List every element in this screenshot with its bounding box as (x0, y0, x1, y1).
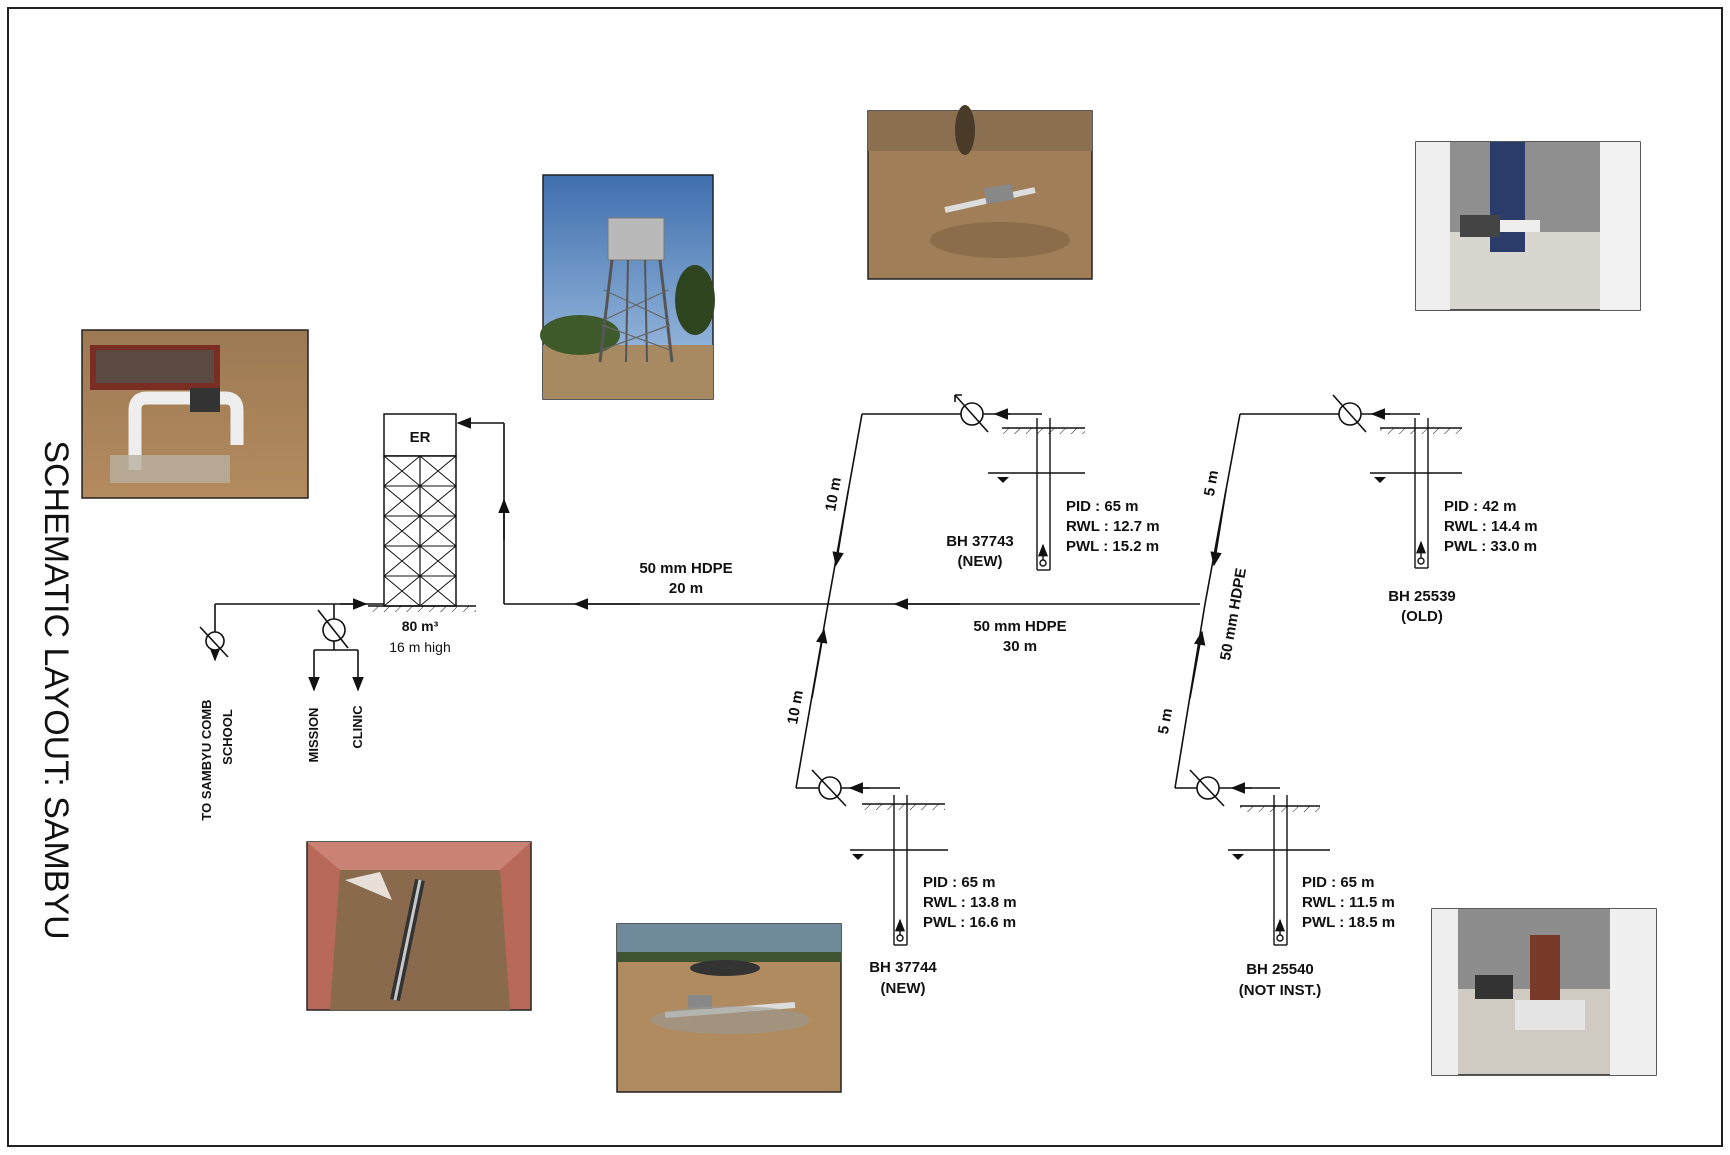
borehole-bh37743 (988, 418, 1085, 571)
bh37744-pid: PID : 65 m (923, 874, 996, 891)
outlet-clinic: CLINIC (350, 705, 365, 749)
valve-school-icon (199, 626, 229, 658)
bh37743-status: (NEW) (958, 553, 1003, 570)
bh37744-name: BH 37744 (869, 959, 937, 976)
pipe-label-seg-37744: 10 m (784, 689, 807, 726)
pipe-label-seg-37743: 10 m (822, 476, 845, 513)
bh25539-pwl: PWL : 33.0 m (1444, 538, 1537, 555)
bh25539-rwl: RWL : 14.4 m (1444, 518, 1538, 535)
outlet-school-line1: TO SAMBYU COMB (199, 699, 214, 820)
bh25540-pid: PID : 65 m (1302, 874, 1375, 891)
elevated-reservoir: ER 80 m³ 16 m high (368, 413, 476, 655)
pipe-label-seg-25539: 5 m (1201, 469, 1222, 497)
pipe-label-main-left-size: 50 mm HDPE (639, 560, 732, 577)
borehole-bh37744 (850, 795, 948, 946)
reservoir-capacity: 80 m³ (402, 618, 439, 634)
photo-bh25539-site (1415, 141, 1641, 311)
page-frame (7, 7, 1723, 1147)
bh25539-name: BH 25539 (1388, 588, 1456, 605)
pipe-label-main-right-length: 30 m (1003, 638, 1037, 655)
borehole-bh25540 (1228, 795, 1330, 946)
valve-bh25539-icon (1332, 394, 1367, 433)
outlet-school-line2: SCHOOL (220, 709, 235, 765)
valve-bh25540-icon (1189, 769, 1225, 807)
photo-valve-chamber (306, 841, 532, 1011)
pipe-network (209, 408, 1420, 794)
outlet-mission: MISSION (306, 708, 321, 763)
bh25540-status: (NOT INST.) (1239, 982, 1322, 999)
bh37743-rwl: RWL : 12.7 m (1066, 518, 1160, 535)
photo-water-tower (540, 174, 715, 400)
page-title: SCHEMATIC LAYOUT: SAMBYU (37, 440, 75, 939)
bh37744-status: (NEW) (881, 980, 926, 997)
valve-reservoir-outlet-icon (317, 609, 349, 649)
photo-reservoir-valve (81, 329, 309, 499)
reservoir-label: ER (410, 429, 431, 446)
photo-bh37743-site (867, 105, 1093, 280)
bh25539-pid: PID : 42 m (1444, 498, 1517, 515)
photo-bh25540-site (1431, 908, 1657, 1076)
bh25540-rwl: RWL : 11.5 m (1302, 894, 1395, 911)
pipe-label-main-left-length: 20 m (669, 580, 703, 597)
bh25539-status: (OLD) (1401, 608, 1443, 625)
bh37743-pid: PID : 65 m (1066, 498, 1139, 515)
bh25540-pwl: PWL : 18.5 m (1302, 914, 1395, 931)
bh37744-rwl: RWL : 13.8 m (923, 894, 1017, 911)
bh37743-name: BH 37743 (946, 533, 1014, 550)
pipe-label-main-right-size: 50 mm HDPE (973, 618, 1066, 635)
photo-bh37744-site (616, 923, 842, 1093)
bh37744-pwl: PWL : 16.6 m (923, 914, 1016, 931)
borehole-bh25539 (1370, 418, 1462, 569)
pipe-label-vertical-right: 50 mm HDPE (1217, 567, 1250, 662)
reservoir-height: 16 m high (389, 639, 450, 655)
valve-bh37743-icon (954, 394, 989, 433)
bh25540-name: BH 25540 (1246, 961, 1314, 978)
bh37743-pwl: PWL : 15.2 m (1066, 538, 1159, 555)
valve-bh37744-icon (811, 769, 847, 807)
pipe-label-seg-25540: 5 m (1155, 707, 1176, 735)
